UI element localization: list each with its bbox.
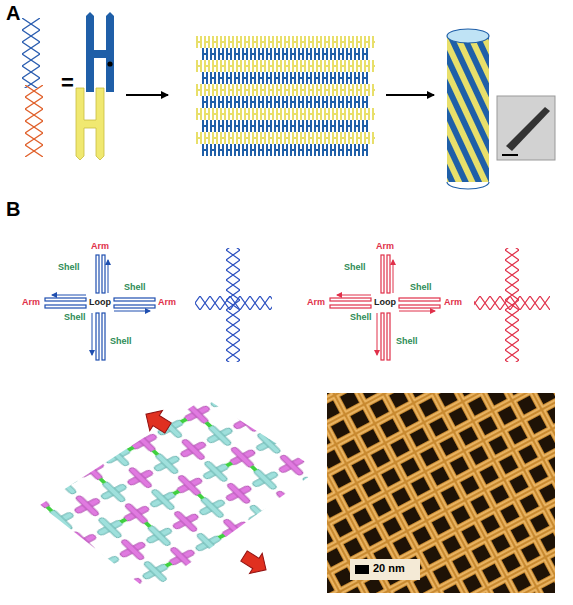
arm-label: Arm [307,297,325,307]
arm-label: Arm [91,241,109,251]
shell-label: Shell [58,262,80,272]
loop-label: Loop [374,297,396,307]
shell-label: Shell [396,336,418,346]
shell-label: Shell [110,336,132,346]
panel-letter: A [6,2,20,25]
arm-label: Arm [444,297,462,307]
equals-sign: = [61,70,74,95]
arm-label: Arm [22,297,40,307]
arm-label: Arm [376,241,394,251]
arm-label: Arm [158,297,176,307]
shell-label: Shell [344,262,366,272]
loop-label: Loop [89,297,111,307]
shell-label: Shell [124,282,146,292]
shell-label: Shell [64,312,86,322]
scale-bar-label: 20 nm [373,562,405,575]
panel-letter: B [6,198,20,221]
shell-label: Shell [350,312,372,322]
shell-label: Shell [410,282,432,292]
